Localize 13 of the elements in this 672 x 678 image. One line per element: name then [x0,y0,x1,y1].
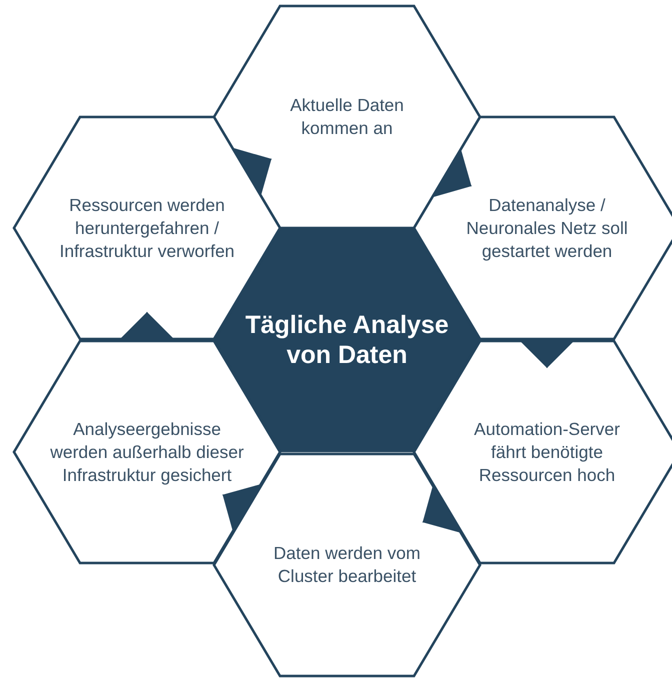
flow-chevron [433,148,472,197]
flow-chevron [119,312,175,340]
step-label: Aktuelle Daten kommen an [289,94,405,140]
step-label: Analyseergebnisse werden außerhalb dieser Infrastruktur gesichert [50,418,244,486]
flow-chevron [233,148,272,197]
flow-chevron [519,340,575,368]
step-label: Automation-Server fährt benötigte Ressourcen hoch [473,418,621,486]
flow-chevron [422,484,461,533]
hub-label: Tägliche Analyse von Daten [244,310,450,370]
step-label: Daten werden vom Cluster bearbeitet [272,542,422,588]
flow-chevron [222,484,261,533]
step-label: Datenanalyse / Neuronales Netz soll gestartet werden [465,194,629,262]
step-label: Ressourcen werden heruntergefahren / Infrastruktur verworfen [58,194,236,262]
